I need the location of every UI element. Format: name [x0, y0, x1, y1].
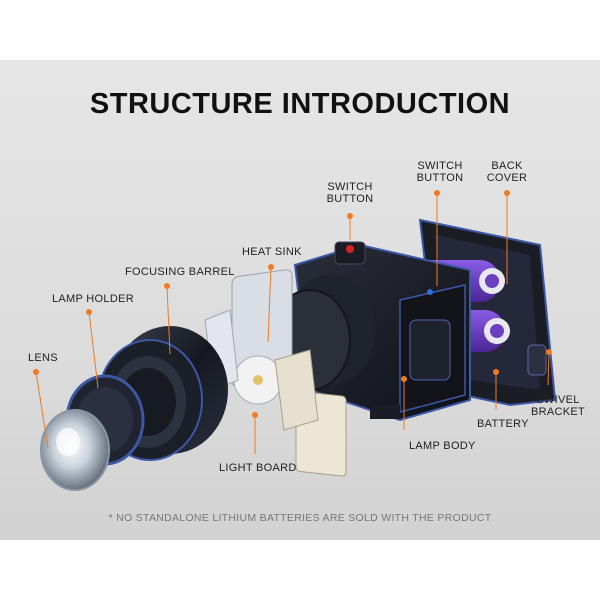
- label-switch-button-left: SWITCH BUTTON: [322, 181, 378, 205]
- callout-dots: [33, 190, 552, 418]
- page-title: STRUCTURE INTRODUCTION: [89, 88, 511, 120]
- exploded-headlamp-illustration: [33, 190, 557, 491]
- label-switch-button-right-line1: SWITCH: [417, 160, 463, 172]
- label-lamp-holder: LAMP HOLDER: [52, 293, 134, 305]
- label-focusing-barrel: FOCUSING BARREL: [125, 266, 235, 278]
- label-switch-button-left-line2: BUTTON: [326, 193, 374, 205]
- label-lens: LENS: [28, 352, 58, 364]
- callout-lines: [35, 193, 550, 454]
- label-swivel-bracket: SWIVEL BRACKET: [528, 394, 588, 418]
- label-light-board: LIGHT BOARD: [219, 462, 297, 474]
- label-switch-button-right: SWITCH BUTTON: [412, 160, 468, 184]
- label-heat-sink: HEAT SINK: [242, 246, 302, 258]
- lens: [40, 409, 110, 491]
- switch-button-part: [334, 241, 366, 265]
- label-swivel-bracket-line2: BRACKET: [530, 406, 586, 418]
- footnote: * NO STANDALONE LITHIUM BATTERIES ARE SO…: [108, 512, 492, 524]
- label-swivel-bracket-line1: SWIVEL: [536, 394, 580, 406]
- label-battery: BATTERY: [477, 418, 529, 430]
- label-lamp-body: LAMP BODY: [409, 440, 476, 452]
- label-back-cover-line1: BACK: [491, 160, 523, 172]
- diagram-panel: STRUCTURE INTRODUCTION: [0, 60, 600, 540]
- label-switch-button-right-line2: BUTTON: [416, 172, 464, 184]
- label-back-cover-line2: COVER: [486, 172, 528, 184]
- label-switch-button-left-line1: SWITCH: [327, 181, 373, 193]
- label-back-cover: BACK COVER: [482, 160, 532, 184]
